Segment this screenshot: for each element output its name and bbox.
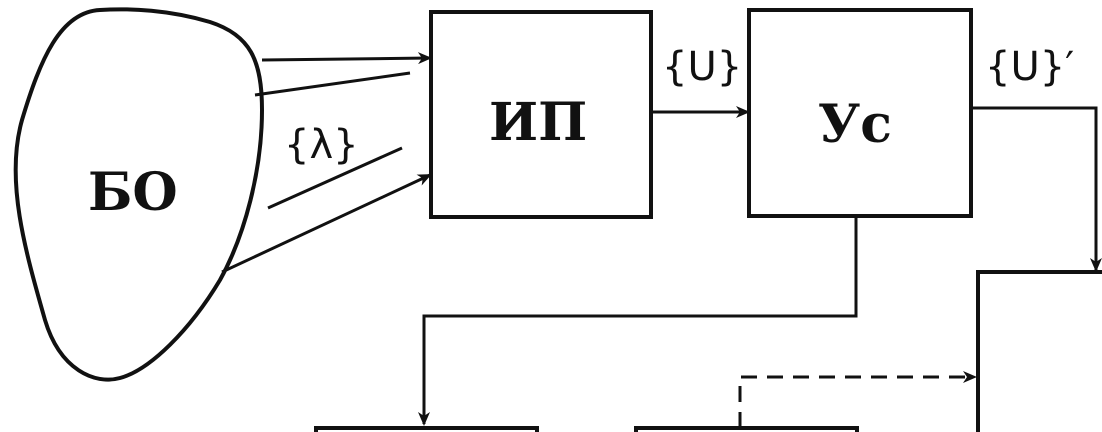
voltage-signal-label: {U} [662, 44, 742, 90]
amplified-voltage-label: {U}′ [985, 44, 1074, 90]
right-block [976, 270, 1102, 432]
amplifier-label: Ус [818, 94, 892, 155]
ray-bottom-arrow [221, 173, 432, 274]
ray-line-3 [267, 146, 403, 210]
wavelength-signal-label: {λ} [284, 122, 359, 168]
dashed-control-line [738, 371, 977, 428]
amplifier-feedback-line [418, 216, 858, 426]
amplifier-block [747, 8, 973, 218]
source-object-label: БО [88, 162, 178, 223]
converter-block [429, 10, 653, 219]
ray-line-2 [254, 71, 411, 97]
amplifier-output-line [971, 106, 1102, 272]
converter-label: ИП [489, 92, 587, 153]
lower-middle-block [634, 426, 859, 432]
lower-left-block [314, 426, 539, 432]
ray-top-arrow [261, 52, 432, 65]
source-object-shape [13, 7, 265, 382]
